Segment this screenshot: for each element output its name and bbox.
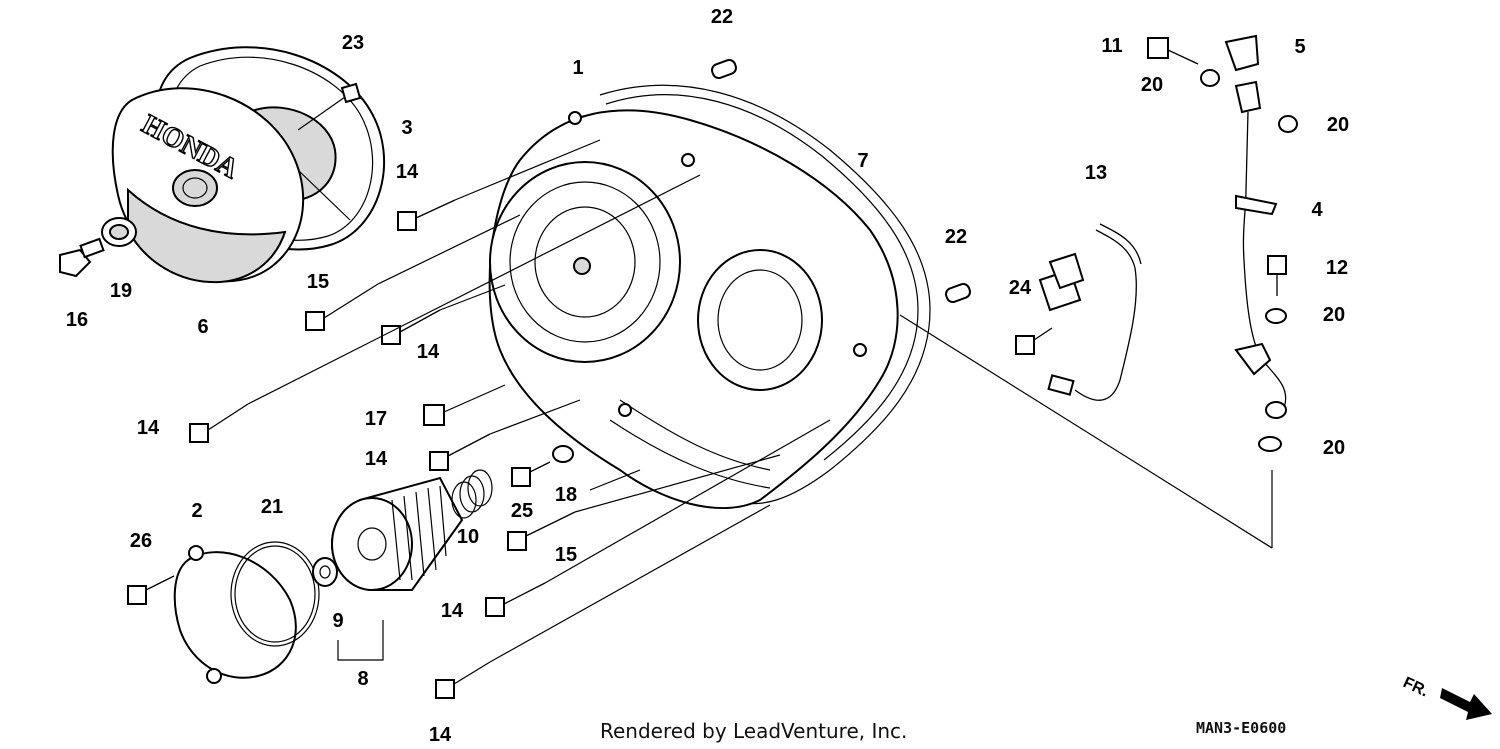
bolt-12[interactable] xyxy=(1267,255,1287,296)
washer-20c[interactable] xyxy=(1265,308,1287,324)
bolt-26[interactable] xyxy=(127,575,175,605)
callout-12-11[interactable]: 12 xyxy=(1326,257,1348,279)
callout-14-16[interactable]: 14 xyxy=(365,448,388,470)
diagram-code: MAN3-E0600 xyxy=(1196,719,1287,737)
callout-5-4[interactable]: 5 xyxy=(1294,36,1305,58)
clip-23[interactable] xyxy=(340,82,362,104)
bolt-17[interactable] xyxy=(423,404,445,426)
bolt-14b[interactable] xyxy=(381,309,441,345)
outer-cover-6[interactable]: HONDA xyxy=(111,87,305,284)
callout-20-28[interactable]: 20 xyxy=(1323,437,1345,459)
callout-8-7[interactable]: 8 xyxy=(357,668,368,690)
callout-21-29[interactable]: 21 xyxy=(261,496,283,518)
dowel-pin-22a[interactable] xyxy=(710,58,737,79)
callout-17-22[interactable]: 17 xyxy=(365,408,387,430)
callout-14-18[interactable]: 14 xyxy=(429,724,452,746)
bolt-25[interactable] xyxy=(511,461,551,487)
callout-14-17[interactable]: 14 xyxy=(441,600,464,622)
bolt-15b[interactable] xyxy=(507,511,576,551)
washer-18[interactable] xyxy=(552,445,574,463)
callout-10-9[interactable]: 10 xyxy=(457,526,479,548)
callout-1-0[interactable]: 1 xyxy=(572,57,583,79)
callout-23-32[interactable]: 23 xyxy=(342,32,364,54)
callout-labels: 1234567891011121314141414141415151617181… xyxy=(66,6,1349,746)
washer-20b[interactable] xyxy=(1278,115,1298,133)
stay-5[interactable] xyxy=(1224,34,1260,72)
crankcase-cover-1[interactable] xyxy=(488,109,899,509)
bolt-14a[interactable] xyxy=(397,199,456,231)
callout-9-8[interactable]: 9 xyxy=(332,610,343,632)
leader-lines xyxy=(247,139,1273,663)
callout-7-6[interactable]: 7 xyxy=(857,150,868,172)
callout-15-19[interactable]: 15 xyxy=(307,271,329,293)
callout-15-20[interactable]: 15 xyxy=(555,544,577,566)
bolt-14e[interactable] xyxy=(485,582,546,617)
callout-24-33[interactable]: 24 xyxy=(1009,277,1032,299)
callout-26-35[interactable]: 26 xyxy=(130,530,152,552)
bolt-14f[interactable] xyxy=(435,661,491,699)
callout-22-30[interactable]: 22 xyxy=(711,6,733,28)
callout-22-31[interactable]: 22 xyxy=(945,226,967,248)
callout-4-3[interactable]: 4 xyxy=(1311,199,1323,221)
front-direction-marker: FR. xyxy=(1400,674,1492,720)
callout-16-21[interactable]: 16 xyxy=(66,309,88,331)
pulse-generator-13[interactable] xyxy=(1038,223,1142,401)
callout-14-14[interactable]: 14 xyxy=(417,341,440,363)
callout-18-23[interactable]: 18 xyxy=(555,484,577,506)
bolts xyxy=(127,199,576,699)
callout-6-5[interactable]: 6 xyxy=(197,316,208,338)
callout-25-34[interactable]: 25 xyxy=(511,500,533,522)
callout-20-26[interactable]: 20 xyxy=(1327,114,1349,136)
filter-bracket xyxy=(337,620,384,661)
bolt-24[interactable] xyxy=(1015,327,1053,355)
callout-14-15[interactable]: 14 xyxy=(137,417,160,439)
bolt-11[interactable] xyxy=(1147,37,1199,65)
callout-19-24[interactable]: 19 xyxy=(110,280,132,302)
callout-13-12[interactable]: 13 xyxy=(1085,162,1107,184)
washer-9[interactable] xyxy=(312,557,338,587)
callout-11-10[interactable]: 11 xyxy=(1101,35,1122,57)
plug-16[interactable] xyxy=(59,237,105,278)
harness-4[interactable] xyxy=(1234,80,1287,419)
callout-20-27[interactable]: 20 xyxy=(1323,304,1345,326)
o-ring-21[interactable] xyxy=(230,541,320,647)
bolt-15a[interactable] xyxy=(305,283,379,331)
bolt-14c[interactable] xyxy=(189,403,249,443)
filter-cover-2[interactable] xyxy=(173,545,297,684)
gasket-7[interactable] xyxy=(599,84,931,505)
front-arrow-icon xyxy=(1440,688,1492,720)
callout-2-1[interactable]: 2 xyxy=(191,500,202,522)
cap-19[interactable] xyxy=(101,217,137,247)
spring-10[interactable] xyxy=(451,469,493,519)
bolt-14d[interactable] xyxy=(429,433,491,471)
callout-3-2[interactable]: 3 xyxy=(401,117,412,139)
oil-filter-8[interactable] xyxy=(331,476,464,591)
callout-20-25[interactable]: 20 xyxy=(1141,74,1163,96)
dowel-pin-22b[interactable] xyxy=(944,282,971,303)
credit-text: Rendered by LeadVenture, Inc. xyxy=(600,719,908,743)
washer-20a[interactable] xyxy=(1200,69,1220,87)
callout-14-13[interactable]: 14 xyxy=(396,161,419,183)
front-direction-label: FR. xyxy=(1400,674,1431,700)
washer-20d[interactable] xyxy=(1258,436,1282,452)
